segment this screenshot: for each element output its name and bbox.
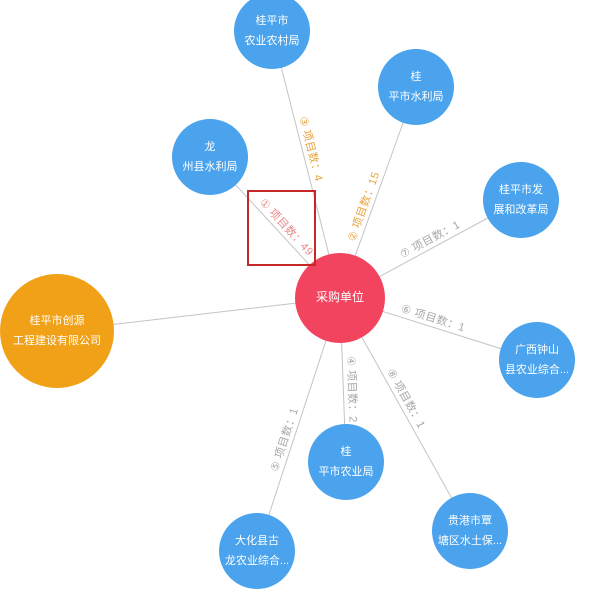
edge-label-n1: ① 项目数：49: [257, 196, 316, 259]
node-label-line: 龙: [205, 140, 216, 153]
node-circle: [0, 274, 114, 388]
node-circle: [219, 513, 295, 589]
node-label-line: 桂: [341, 444, 352, 458]
edge-label-n8: ⑧ 项目数：1: [384, 366, 428, 430]
node-label-line: 工程建设有限公司: [13, 333, 101, 347]
node-circle: [378, 49, 454, 125]
edge-label-n3: ③ 项目数：4: [296, 115, 325, 183]
edge-label-n4: ④ 项目数：2: [344, 356, 359, 423]
center-node-label: 采购单位: [316, 289, 364, 304]
overlay-layer: [247, 190, 316, 266]
edge-label-n5: ⑤ 项目数：1: [268, 406, 301, 473]
node-label-line: 龙农业综合...: [225, 553, 289, 567]
node-label-line: 农业农村局: [245, 33, 300, 47]
center-node-circle: [295, 253, 385, 343]
node-circle: [432, 493, 508, 569]
edge-label-n6: ⑥ 项目数：1: [400, 302, 467, 334]
node-n6[interactable]: 广西钟山县农业综合...: [499, 322, 575, 398]
node-label-line: 广西钟山: [515, 342, 559, 356]
node-circle: [308, 424, 384, 500]
node-label-line: 大化县古: [235, 533, 279, 547]
node-label-line: 桂平市创源: [30, 313, 85, 327]
node-label-line: 平市农业局: [319, 464, 374, 478]
node-label-line: 塘区水土保...: [438, 533, 502, 547]
node-label-line: 桂平市发: [499, 182, 543, 196]
edge-n3: [271, 30, 341, 299]
node-label-line: 贵港市覃: [448, 513, 492, 527]
node-circle: [499, 322, 575, 398]
edge-label-n7: ⑦ 项目数：1: [398, 218, 463, 261]
node-label-line: 平市水利局: [389, 89, 444, 103]
node-label-line: 桂: [411, 69, 422, 83]
node-circle: [483, 162, 559, 238]
node-n5[interactable]: 大化县古龙农业综合...: [219, 513, 295, 589]
node-label-line: 州县水利局: [183, 160, 238, 173]
center-node[interactable]: 采购单位: [295, 253, 385, 343]
node-n8[interactable]: 贵港市覃塘区水土保...: [432, 493, 508, 569]
node-circle: [172, 119, 248, 195]
node-label-line: 展和改革局: [494, 202, 549, 216]
node-label-line: 桂平市: [256, 13, 289, 27]
node-circle: [234, 0, 310, 69]
nodes-layer: 龙州县水利局桂平市水利局桂平市农业农村局桂平市农业局大化县古龙农业综合...广西…: [0, 0, 575, 589]
node-label-line: 县农业综合...: [505, 362, 569, 376]
highlight-box: [247, 190, 316, 266]
